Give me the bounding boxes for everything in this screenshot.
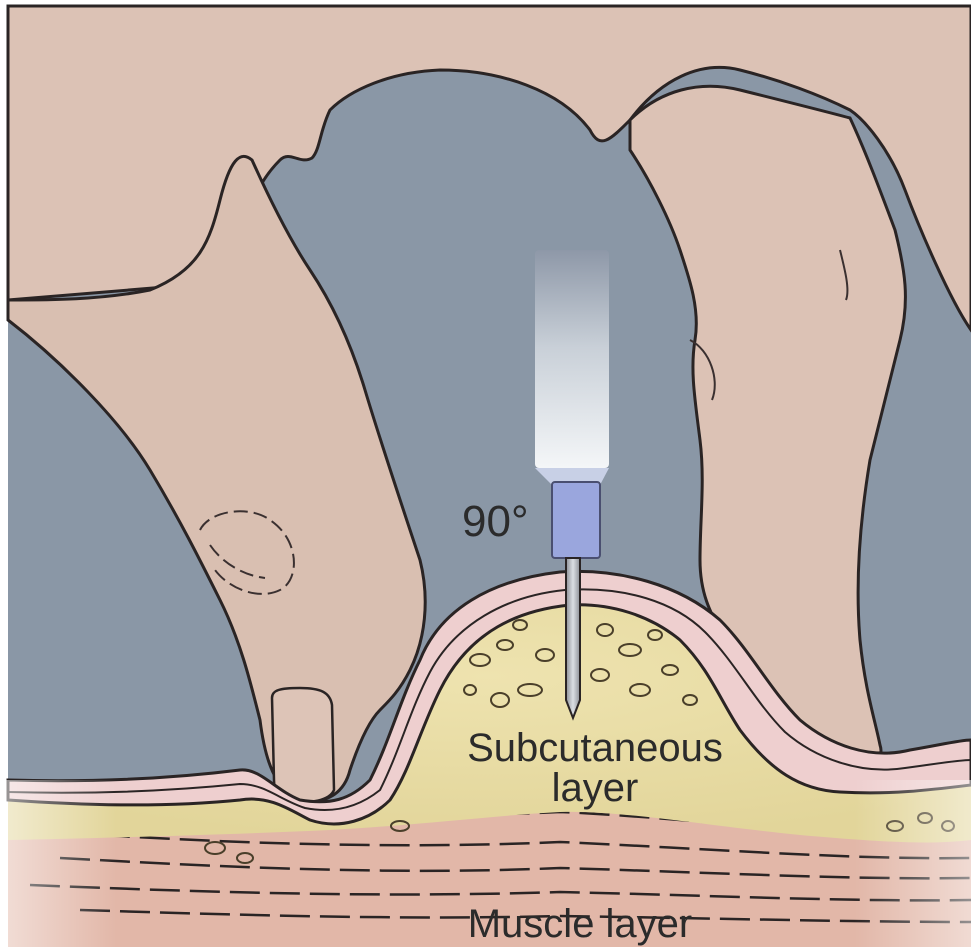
syringe-hub — [552, 482, 600, 558]
muscle-layer-label: Muscle layer — [420, 902, 740, 947]
syringe-barrel — [535, 250, 609, 468]
subcutaneous-layer-label-line2: layer — [445, 766, 745, 811]
subcutaneous-layer-label: Subcutaneous — [445, 726, 745, 771]
angle-label: 90° — [462, 497, 529, 547]
syringe-needle — [566, 558, 580, 718]
